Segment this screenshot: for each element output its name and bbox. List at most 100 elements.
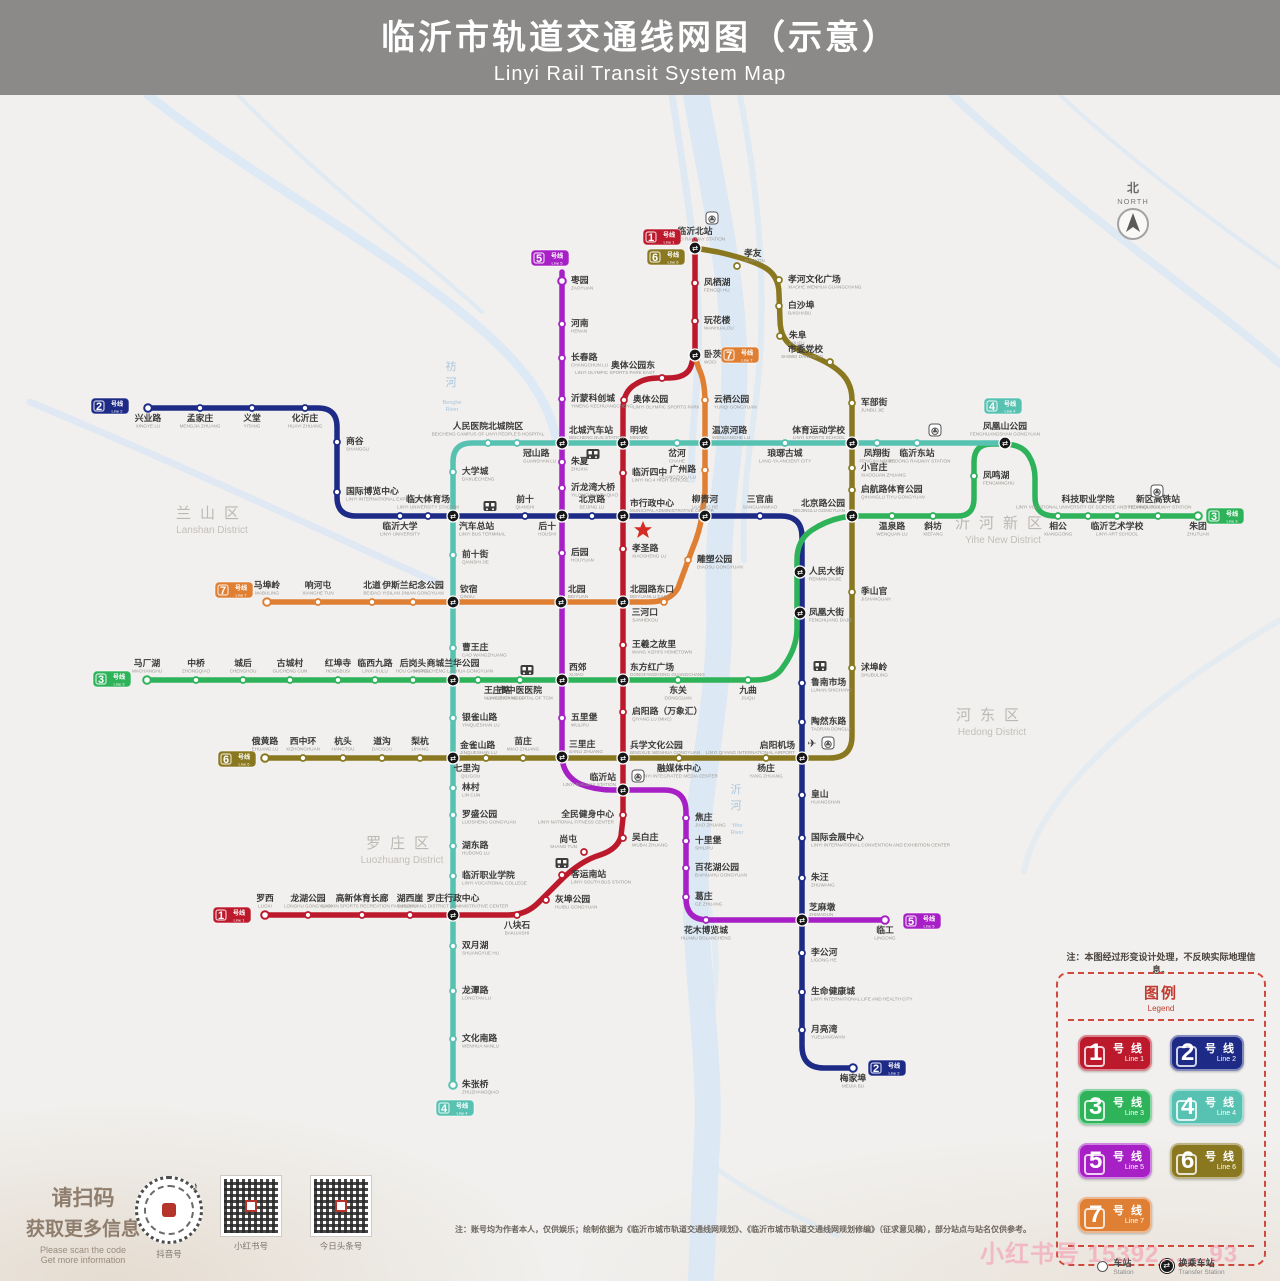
station-guanshan-lu[interactable]: 冠山路GUANSHAN LU bbox=[513, 439, 556, 464]
station-xiaoyou[interactable]: 孝友XIAOYOU bbox=[733, 247, 765, 270]
station-baihuahu-gongyuan[interactable]: 百花湖公园BAIHUAHU GONGYUAN bbox=[682, 861, 747, 878]
station-bakuaishi[interactable]: 八块石BAKUAISHI bbox=[503, 911, 531, 936]
station-woci[interactable]: ⇄卧茨WOCI bbox=[688, 348, 722, 365]
station-zhuwang[interactable]: 朱汪ZHUWANG bbox=[798, 871, 835, 888]
station-linyi-university[interactable]: 临沂大学LINYI UNIVERSITY bbox=[380, 512, 420, 537]
station-zhuxia[interactable]: 朱夏ZHUXIA bbox=[558, 455, 589, 472]
station-linyi-vocational-university-of-science-and-technology[interactable]: 科技职业学院LINYI VOCATIONAL UNIVERSITY OF SCI… bbox=[1016, 493, 1160, 520]
station-shangcheng-lanhua-gongyuan[interactable]: ⇄商城兰华公园SHANGCHENG LANHUA GONGYUAN bbox=[413, 657, 494, 687]
station-xiefang[interactable]: 斜坊XIEFANG bbox=[923, 512, 943, 537]
station-machanghu[interactable]: 马厂湖MACHANGHU bbox=[132, 657, 162, 685]
station-linyi-city-hospital-of-tcm[interactable]: 市中医医院LINYI CITY HOSPITAL OF TCM bbox=[487, 676, 553, 701]
station-linyi-integrated-media-center[interactable]: 融媒体中心LINYI INTEGRATED MEDIA CENTER bbox=[640, 754, 719, 779]
station-beidao[interactable]: 北道BEIDAO bbox=[363, 579, 381, 606]
station-huxiya[interactable]: 湖西崖HUXIYA bbox=[397, 892, 424, 919]
station-luosheng-gongyuan[interactable]: 罗盛公园LUOSHENG GONGYUAN bbox=[449, 808, 516, 825]
station-taoran-donglu[interactable]: 陶然东路TAORAN DONGLU bbox=[798, 715, 851, 732]
station-yinqueshan-lu[interactable]: 银雀山路YINQUESHAN LU bbox=[449, 711, 500, 728]
station-zhutuan[interactable]: 朱团ZHUTUAN bbox=[1187, 511, 1209, 537]
station-linyi-international-expo-center[interactable]: 国际博览中心LINYI INTERNATIONAL EXPO CENTER bbox=[333, 485, 430, 502]
station-shanggu[interactable]: 商谷SHANGGU bbox=[333, 435, 369, 452]
station-zhufu[interactable]: 朱阜ZHUFU bbox=[776, 329, 807, 346]
station-ge-zhuang[interactable]: 葛庄GE ZHUANG bbox=[682, 890, 723, 907]
station-linyi-olympic-sports-park-east[interactable]: 奥体公园东LINYI OLYMPIC SPORTS PARK EAST bbox=[575, 359, 666, 382]
station-wulipu[interactable]: 五里堡WULIPU bbox=[558, 711, 598, 728]
station-henan[interactable]: 河南HENAN bbox=[558, 317, 589, 334]
station-junbu-jie[interactable]: 军部街JUNBU JIE bbox=[848, 396, 888, 413]
station-yunqi-gongyuan[interactable]: 云栖公园YUNQI GONGYUAN bbox=[701, 393, 757, 410]
station-fenghuangshan-gongyuan[interactable]: ⇄凤凰山公园FENGHUANGSHAN GONGYUAN bbox=[970, 420, 1040, 450]
station-qiligou[interactable]: 七里沟QILIGOU bbox=[454, 754, 490, 779]
station-yihexinqu-railway-station[interactable]: 新区高铁站YIHEXINQU RAILWAY STATION bbox=[1125, 493, 1192, 520]
station-mabuling[interactable]: 马埠岭MABULING bbox=[254, 579, 281, 607]
station-sanguanmiao[interactable]: 三官庙SANGUANMIAO bbox=[743, 493, 778, 520]
station-beijing-lu[interactable]: 北京路BEIJING LU bbox=[579, 493, 606, 520]
station-ehuang-lu[interactable]: 俄黄路EHUANG LU bbox=[251, 735, 279, 763]
station-guangzhou-lu[interactable]: 广州路GUANGZHOU LU bbox=[659, 463, 709, 480]
station-shilipu[interactable]: 十里堡SHILIPU bbox=[682, 834, 722, 851]
station-gaoxin-sports-recreation-park[interactable]: 高新体育长廊GAOXIN SPORTS RECREATION PARK bbox=[321, 892, 404, 919]
station-shang-tun[interactable]: 尚屯SHANG TUN bbox=[550, 833, 588, 856]
station-changchun-lu[interactable]: 长春路CHANGCHUN LU bbox=[558, 351, 608, 368]
station-linyibei-railway-station[interactable]: ⇄临沂北站LINYIBEI RAILWAY STATION bbox=[665, 225, 725, 255]
station-fengminghu[interactable]: 凤鸣湖FENGMINGHU bbox=[970, 469, 1014, 486]
station-beicheng-bus-station[interactable]: ⇄北城汽车站BEICHENG BUS STATION bbox=[555, 424, 624, 450]
station-chenghou[interactable]: 城后CHENGHOU bbox=[230, 657, 257, 684]
station-wenlianghe-lu[interactable]: ⇄温凉河路WENLIANGHE LU bbox=[698, 424, 750, 450]
station-renmin-dajie[interactable]: ⇄人民大街RENMIN DAJIE bbox=[793, 565, 844, 582]
station-jiao-zhuang[interactable]: 焦庄JIAO ZHUANG bbox=[682, 811, 726, 828]
station-hou-gangtou[interactable]: 后岗头HOU GANGTOU bbox=[396, 657, 431, 684]
station-ligong-he[interactable]: 李公河LIGONG HE bbox=[798, 946, 838, 963]
station-linyi-no-4-high-school[interactable]: 临沂四中LINYI NO.4 HIGH SCHOOL bbox=[619, 466, 689, 483]
station-zaoyuan[interactable]: 枣园ZAOYUAN bbox=[557, 274, 593, 291]
station-fenghuang-dajie[interactable]: ⇄凤凰大街FENGHUANG DAJIE bbox=[793, 606, 853, 623]
station-yimeng-kechuangcheng[interactable]: 沂蒙科创城YIMENG KECHUANGCHENG bbox=[558, 392, 633, 409]
station-jishanguan[interactable]: 季山官JISHANGUAN bbox=[848, 585, 891, 602]
station-linyi-vocational-college[interactable]: 临沂职业学院LINYI VOCATIONAL COLLEGE bbox=[449, 869, 527, 886]
station-linyi-art-school[interactable]: 临沂艺术学校LINYI ART SCHOOL bbox=[1091, 512, 1144, 537]
station-lingong[interactable]: 临工LINGONG bbox=[874, 915, 896, 941]
station-xijiao[interactable]: ⇄西郊XIJIAO bbox=[555, 661, 587, 687]
station-xianggong[interactable]: 相公XIANGGONG bbox=[1044, 512, 1073, 537]
station-jiuqu[interactable]: 九曲JIUQU bbox=[738, 676, 757, 701]
station-wenhua-nanlu[interactable]: 文化南路WENHUA NANLU bbox=[449, 1032, 499, 1049]
station-bingxue-wenhua-gongyuan[interactable]: ⇄兵学文化公园BINGXUE WENHUA GONGYUAN bbox=[616, 739, 700, 765]
station-linyi-south-bus-station[interactable]: 客运南站LINYI SOUTH BUS STATION bbox=[558, 868, 631, 885]
station-gucheng-cun[interactable]: 古城村GUCHENG CUN bbox=[273, 657, 308, 684]
station-houyuan[interactable]: 后园HOUYUAN bbox=[558, 546, 594, 563]
station-linyi-sports-school[interactable]: ⇄体育运动学校LINYI SPORTS SCHOOL bbox=[792, 424, 859, 450]
station-lang-ya-ancient-city[interactable]: 琅琊古城LANG-YA ANCIENT CITY bbox=[759, 439, 811, 464]
station-linxi-jiulu[interactable]: 临西九路LINXI JIULU bbox=[357, 657, 393, 684]
station-linyi-qiyang-international-airport[interactable]: ⇄启阳机场LINYI QIYANG INTERNATIONAL AIRPORT bbox=[706, 739, 809, 765]
station-luoxi[interactable]: 罗西LUOXI bbox=[256, 893, 274, 920]
station-sanhekou[interactable]: 三河口SANHEKOU bbox=[632, 598, 668, 623]
station-qihanglu-tiyu-gongyuan[interactable]: 启航路体育公园QIHANGLU TIYU GONGYUAN bbox=[848, 483, 925, 500]
station-huangshan[interactable]: 皇山HUANGSHAN bbox=[798, 788, 840, 805]
station-xiaosheng-lu[interactable]: 孝圣路XIAOSHENG LU bbox=[619, 542, 666, 559]
station-daxuecheng[interactable]: 大学城DAXUECHENG bbox=[449, 465, 495, 482]
station-beiyuanlu-east[interactable]: ⇄北园路东口BEIYUANLU EAST bbox=[616, 583, 674, 609]
station-chahe[interactable]: 岔河CHAHE bbox=[667, 439, 686, 464]
station-longhu-gongyuan[interactable]: 龙湖公园LONGHU GONGYUAN bbox=[284, 892, 332, 919]
station-sanli-zhuang[interactable]: ⇄三里庄SANLI ZHUANG bbox=[555, 738, 603, 764]
station-yitang[interactable]: 义堂YITANG bbox=[242, 404, 261, 429]
station-dongguan[interactable]: 东关DONGGUAN bbox=[664, 676, 692, 701]
station-xingye-lu[interactable]: 兴业路XINGYE LU bbox=[135, 403, 162, 429]
station-lin-cun[interactable]: 林村LIN CUN bbox=[449, 781, 480, 798]
station-hongbusi[interactable]: 红埠寺HONGBUSI bbox=[325, 657, 352, 684]
station-dongfanghong-guangchang[interactable]: ⇄东方红广场DONGFANGHONG GUANGCHANG bbox=[616, 661, 705, 687]
station-linyi-university-stadium[interactable]: 临大体育场LINYI UNIVERSITY STADIUM bbox=[397, 493, 459, 520]
station-linyidong-railway-station[interactable]: 临沂东站LINYIDONG RAILWAY STATION bbox=[884, 439, 951, 464]
station-municipal-administrative-center[interactable]: ⇄市行政中心MUNICIPAL ADMINISTRATIVE CENTER bbox=[616, 497, 715, 523]
station-qianshi[interactable]: 前十QIANSHI bbox=[516, 493, 535, 520]
station-qianshi-jie[interactable]: 前十街QIANSHI JIE bbox=[449, 548, 489, 565]
station-liuqing-he[interactable]: ⇄柳青河LIUQING HE bbox=[692, 493, 719, 523]
station-houshi[interactable]: ⇄后十HOUSHI bbox=[538, 509, 569, 537]
station-zhongqiao[interactable]: 中桥ZHONGQIAO bbox=[182, 657, 211, 684]
station-huayi-zhuang[interactable]: 化沂庄HUAYI ZHUANG bbox=[288, 404, 323, 429]
station-shubuling[interactable]: 沭埠岭SHUBULING bbox=[848, 661, 888, 678]
station-fengqi-hu[interactable]: 凤栖湖FENGQI HU bbox=[691, 276, 731, 293]
station-wenquan-lu[interactable]: 温泉路WENQUAN LU bbox=[876, 512, 908, 537]
station-linyi-railway-station[interactable]: ⇄临沂站LINYI RAILWAY STATION bbox=[563, 771, 630, 797]
station-wanhualou[interactable]: 玩花楼WANHUALOU bbox=[691, 314, 734, 331]
